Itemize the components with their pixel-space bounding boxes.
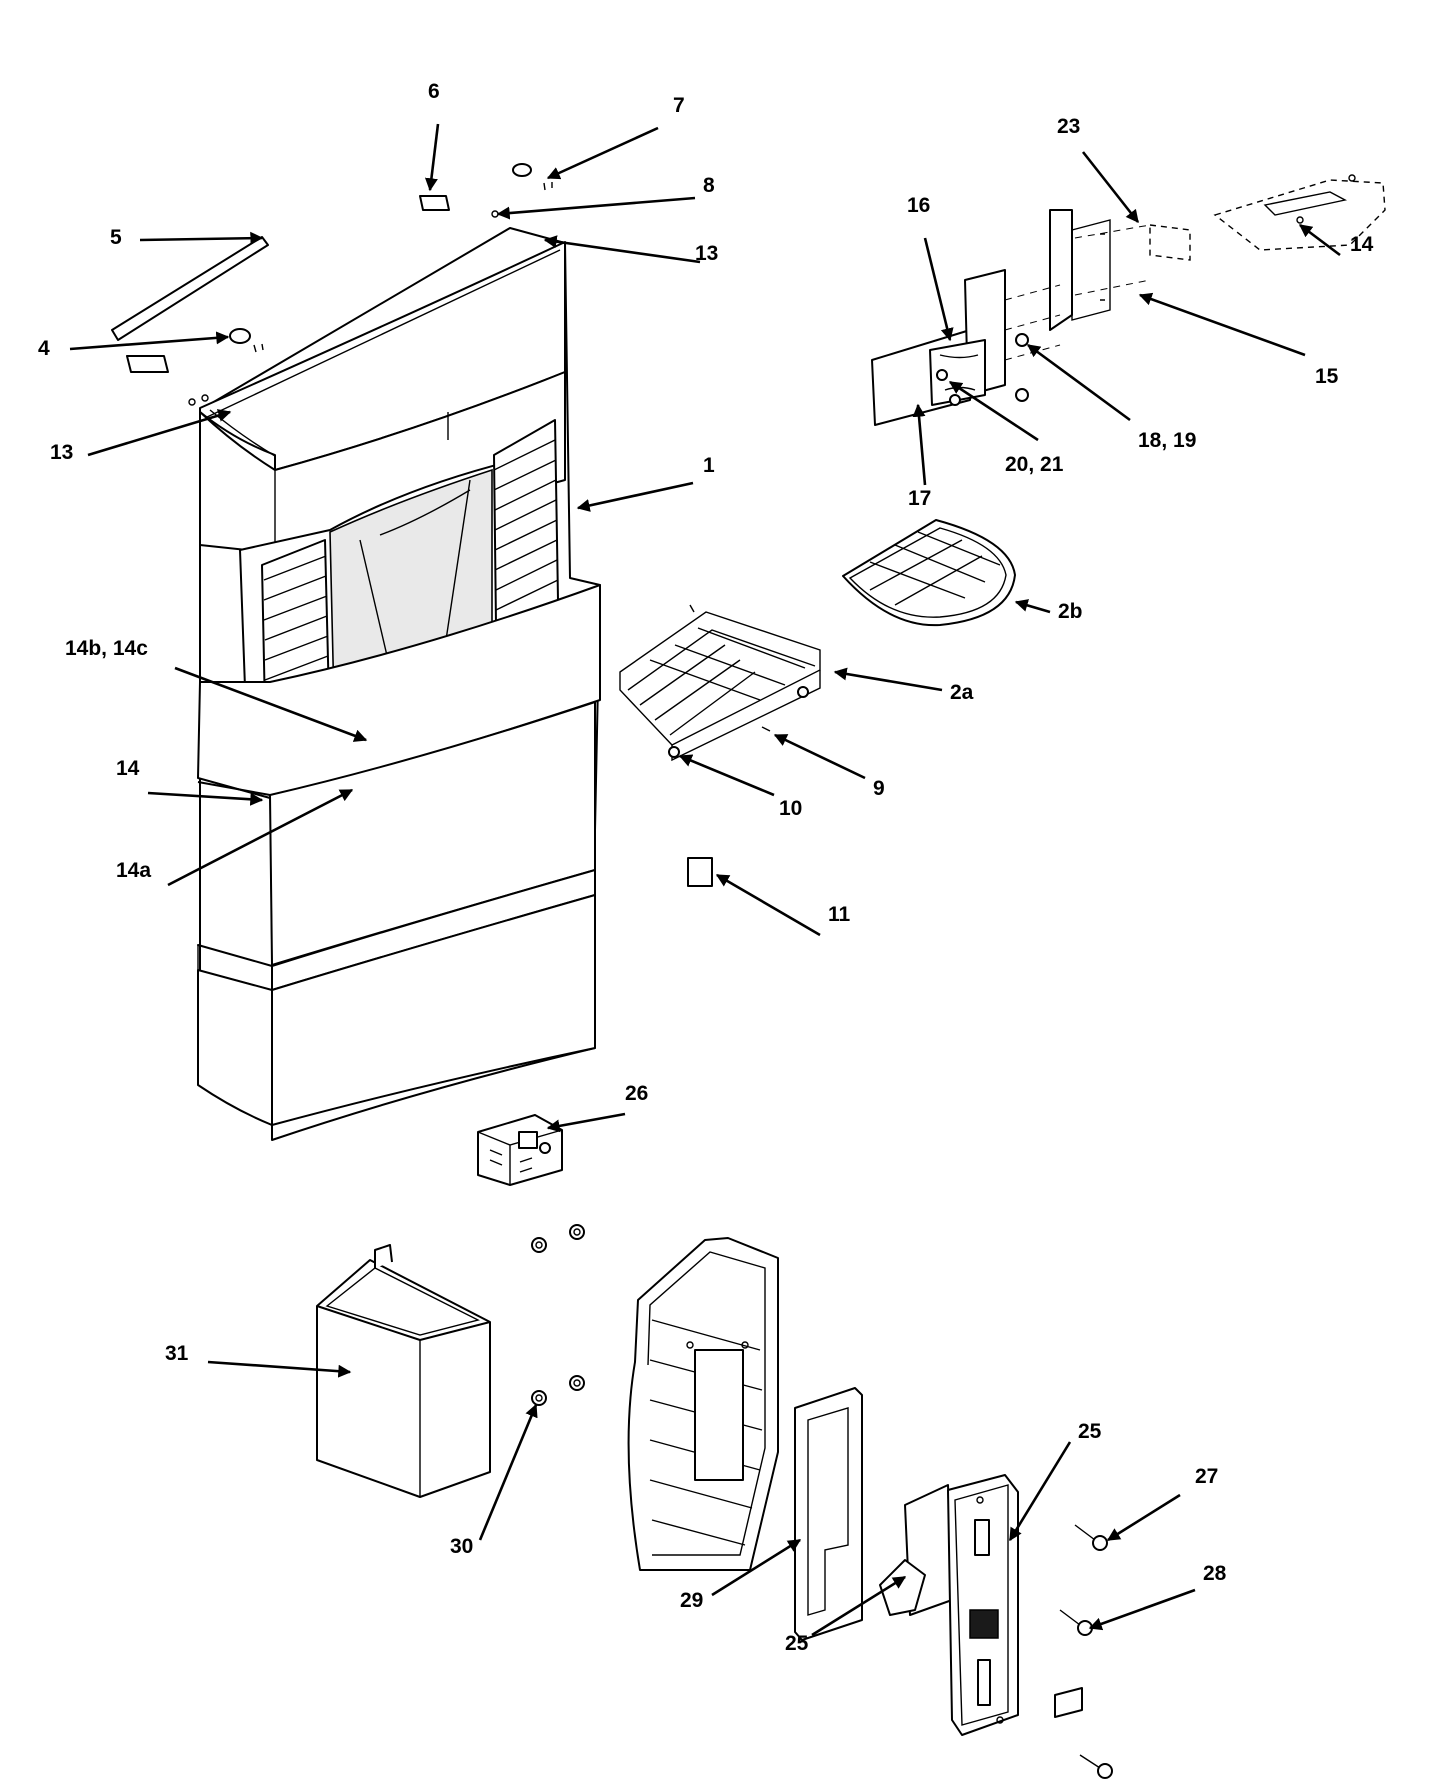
callout-14b-14c: 14b, 14c	[65, 637, 148, 660]
callout-17: 17	[908, 487, 931, 510]
grille-tray	[842, 519, 1016, 627]
right-louvres	[493, 419, 559, 626]
callout-4: 4	[38, 337, 50, 360]
callout-labels: 1 2a 2b 4 5 6 7 8 9 10 11 13 13 14 14 14…	[38, 80, 1374, 1655]
top-loose-parts	[111, 163, 553, 406]
callout-29: 29	[680, 1589, 703, 1612]
callout-13-top: 13	[695, 242, 718, 265]
coin-mechanism	[879, 1474, 1019, 1736]
bracket-assembly	[871, 174, 1386, 426]
coin-door-panel	[627, 1237, 779, 1571]
callout-2b: 2b	[1058, 600, 1083, 623]
nuts	[531, 1224, 585, 1406]
leader-lines	[69, 123, 1341, 1637]
callout-25-bottom: 25	[785, 1632, 809, 1655]
gasket	[794, 1387, 863, 1641]
callout-2a: 2a	[950, 681, 974, 704]
callout-26: 26	[625, 1082, 648, 1105]
callout-14-right: 14	[1350, 233, 1374, 256]
callout-8: 8	[703, 174, 715, 197]
callout-28: 28	[1203, 1562, 1227, 1585]
callout-25-top: 25	[1078, 1420, 1102, 1443]
callout-14a: 14a	[116, 859, 151, 882]
callout-30: 30	[450, 1535, 473, 1558]
callout-5: 5	[110, 226, 122, 249]
callout-27: 27	[1195, 1465, 1218, 1488]
switch-block	[477, 1114, 563, 1186]
callout-1: 1	[703, 454, 715, 477]
callout-10: 10	[779, 797, 802, 820]
callout-13-left: 13	[50, 441, 73, 464]
callout-20-21: 20, 21	[1005, 453, 1064, 476]
screws	[1054, 1524, 1113, 1779]
label-plate	[687, 857, 713, 887]
callout-11: 11	[828, 903, 851, 926]
callout-31: 31	[165, 1342, 189, 1365]
cash-box	[316, 1244, 491, 1498]
callout-16: 16	[907, 194, 930, 217]
callout-7: 7	[673, 94, 685, 117]
callout-9: 9	[873, 777, 885, 800]
callout-23: 23	[1057, 115, 1080, 138]
callout-18-19: 18, 19	[1138, 429, 1196, 452]
callout-14-left: 14	[116, 757, 140, 780]
callout-15: 15	[1315, 365, 1339, 388]
top-trim-strip	[111, 236, 269, 341]
drip-shelf-rack	[619, 604, 821, 762]
callout-6: 6	[428, 80, 440, 103]
cabinet-assembly	[197, 227, 601, 1141]
